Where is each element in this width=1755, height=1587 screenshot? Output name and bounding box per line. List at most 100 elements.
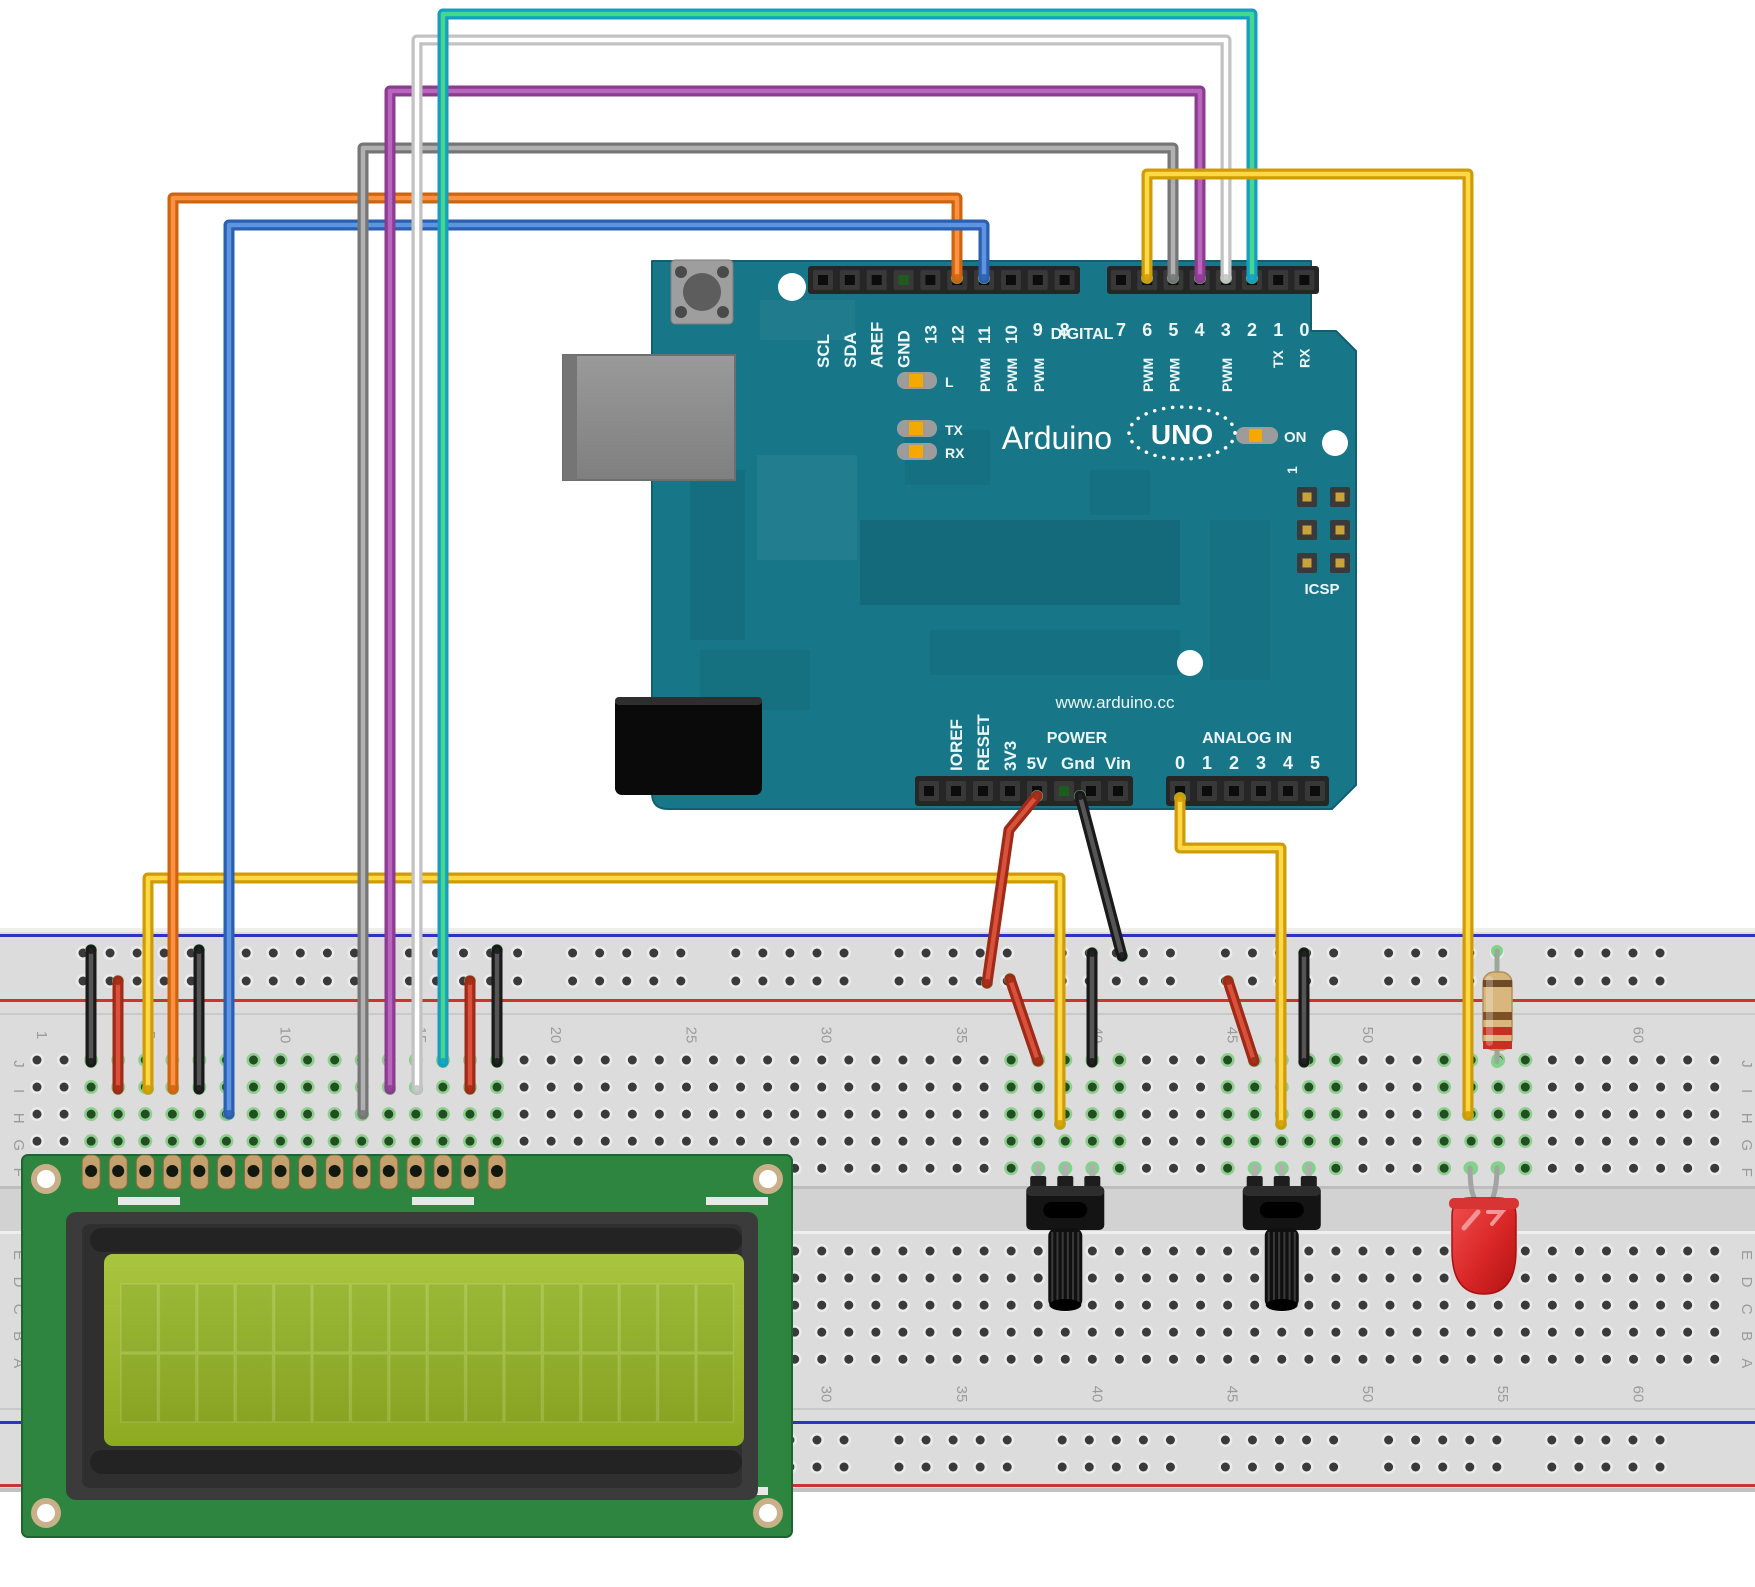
jumper-pot1-gnd[interactable] [1086,947,1098,1068]
jumper-pot2-gnd[interactable] [1298,947,1310,1068]
breadboard-label: 50 [1359,1386,1376,1403]
arduino-pin-label: 6 [1142,320,1152,340]
digital-header-right[interactable] [1107,266,1319,294]
arduino-pin-label: 3 [1256,753,1266,773]
resistor-band-red [1483,1027,1512,1035]
usb-connector [562,354,736,481]
digital-section-label: DIGITAL [1051,326,1114,343]
jumper-lcd-vss-gnd[interactable] [85,944,97,1068]
breadboard-label: I [10,1089,27,1093]
arduino-pin-label: 0 [1175,753,1185,773]
arduino-pin-label: TX [1270,349,1286,368]
arduino-pin-label: SDA [841,332,860,368]
jumper-lcd-vdd-5v[interactable] [112,975,124,1095]
pot-slot [1259,1202,1304,1218]
breadboard-label: B [10,1331,27,1341]
pot-body-highlight [1026,1186,1105,1196]
arduino-mount-hole [778,273,806,301]
wire-lcd-d6-d3[interactable] [411,34,1232,1095]
wire-d6-led[interactable] [1141,168,1474,1121]
arduino-board[interactable]: ICSP 1 L TX RX ON Arduino UNO www.arduin… [562,259,1357,810]
analog-header[interactable] [1166,776,1329,806]
breadboard-label: B [1738,1331,1755,1341]
groove-bottom [0,1408,1755,1410]
arduino-model: UNO [1151,419,1213,450]
arduino-pin-label: PWM [1004,358,1020,392]
wire-a0-pot2[interactable] [1174,792,1287,1130]
rail-line-red-top [0,999,1755,1002]
reset-button[interactable] [670,259,734,325]
led-tx-label: TX [945,422,964,438]
arduino-pin-label: PWM [1140,358,1156,392]
potentiometer-sensor[interactable] [1242,1161,1321,1312]
breadboard-label: 30 [818,1386,835,1403]
icsp-header[interactable] [1297,487,1350,573]
breadboard-label: F [10,1168,27,1177]
breadboard-label: I [1738,1089,1755,1093]
wire-lcd-rs-d12[interactable] [167,192,963,1095]
wire-5v-rail[interactable] [981,790,1043,989]
arduino-pin-label: Gnd [1061,754,1095,773]
jumper-lcd-backlight-5v[interactable] [464,975,476,1095]
arduino-pin-label: 4 [1195,320,1205,340]
breadboard-label: 25 [682,1027,699,1044]
breadboard-label: 60 [1630,1386,1647,1403]
breadboard-label: 30 [818,1027,835,1044]
led-red[interactable] [1449,1161,1519,1295]
rail-line-red-bottom [0,1484,1755,1487]
resistor-band-brown [1483,980,1512,987]
breadboard-bottom-shadow [0,1488,1755,1492]
jumper-lcd-backlight-gnd[interactable] [491,944,503,1068]
potentiometer-contrast[interactable] [1026,1161,1105,1312]
arduino-pin-label: Vin [1105,754,1131,773]
lcd-pin-header [81,1154,507,1190]
arduino-pin-label: 5V [1027,754,1048,773]
breadboard-label: J [1738,1060,1755,1068]
jumper-pot2-5v[interactable] [1222,975,1260,1067]
arduino-pin-label: 10 [1002,325,1021,344]
wires-layer [85,8,1474,1130]
arduino-pin-label: 4 [1283,753,1293,773]
jumper-pot1-5v[interactable] [1004,973,1044,1067]
breadboard-label: 20 [547,1027,564,1044]
lcd-character-grid [120,1283,735,1423]
lcd-screen [104,1254,744,1446]
breadboard-label: J [10,1060,27,1068]
power-section-label: POWER [1047,730,1108,747]
breadboard-label: E [1738,1250,1755,1260]
wire-lcd-v0-pot1[interactable] [142,872,1066,1130]
resistor-highlight [1486,976,1493,1046]
icsp-label: ICSP [1304,581,1339,598]
arduino-mount-hole [1322,430,1348,456]
arduino-pin-label: 7 [1116,320,1126,340]
rail-line-blue-bottom [0,1421,1755,1424]
arduino-pin-label: 8 [1060,320,1070,340]
breadboard-label: 40 [1088,1386,1105,1403]
wire-gnd-rail[interactable] [1074,790,1128,962]
pot-slot [1043,1202,1088,1218]
breadboard-label: C [10,1304,27,1315]
arduino-pin-label: 3 [1221,320,1231,340]
jumper-lcd-rw-gnd[interactable] [193,944,205,1095]
resistor-band-brown [1483,1012,1512,1020]
lcd-bezel-lip-top [90,1228,742,1252]
wire-lcd-d5-d4[interactable] [384,85,1206,1095]
breadboard-label: 1 [33,1031,50,1039]
power-jack [615,697,762,795]
wire-lcd-d4-d5[interactable] [357,142,1179,1120]
arduino-pin-label: 0 [1299,320,1309,340]
wire-lcd-d7-d2[interactable] [437,8,1258,1068]
arduino-pin-label: GND [895,330,914,368]
lcd-module[interactable] [21,1154,793,1538]
led-body [1451,1197,1517,1295]
arduino-pin-label: 13 [921,325,940,344]
wire-lcd-e-d11[interactable] [223,219,990,1120]
resistor[interactable] [1482,945,1513,1068]
breadboard-top-highlight [0,928,1755,932]
arduino-pin-label: RESET [974,714,993,771]
pot-shaft[interactable] [1264,1228,1299,1308]
breadboard-label: 55 [1494,1386,1511,1403]
pot-shaft[interactable] [1048,1228,1083,1308]
arduino-pin-label: PWM [977,358,993,392]
